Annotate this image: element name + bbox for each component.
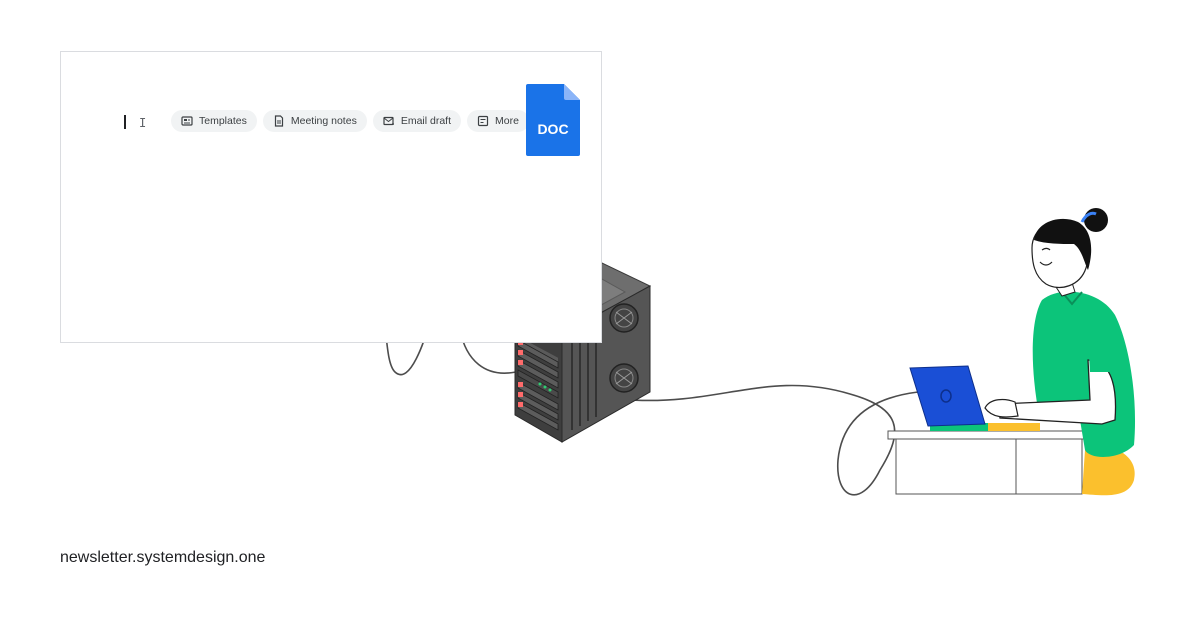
more-chip[interactable]: More [467, 110, 529, 132]
email-draft-chip-label: Email draft [400, 115, 452, 127]
templates-chip[interactable]: Templates [171, 110, 257, 132]
meeting-notes-chip-label: Meeting notes [290, 115, 357, 127]
email-draft-chip[interactable]: Email draft [372, 110, 462, 132]
ibeam-cursor-icon: I [139, 116, 147, 130]
doc-file-icon: DOC [526, 84, 580, 156]
more-icon [477, 115, 489, 127]
doc-page-icon [274, 115, 283, 127]
network-cable-right [631, 384, 919, 496]
document-editor-frame: I Templates Meeting notes [60, 51, 602, 343]
right-user-illustration [887, 208, 1136, 496]
templates-chip-label: Templates [199, 115, 247, 127]
template-icon [181, 116, 193, 126]
text-cursor [124, 115, 126, 129]
doc-file-label: DOC [537, 121, 568, 137]
footer-url: newsletter.systemdesign.one [60, 549, 266, 566]
email-icon [383, 116, 394, 126]
smart-chips-row: Templates Meeting notes Email draft [171, 110, 529, 132]
meeting-notes-chip[interactable]: Meeting notes [262, 110, 367, 132]
more-chip-label: More [495, 115, 519, 127]
